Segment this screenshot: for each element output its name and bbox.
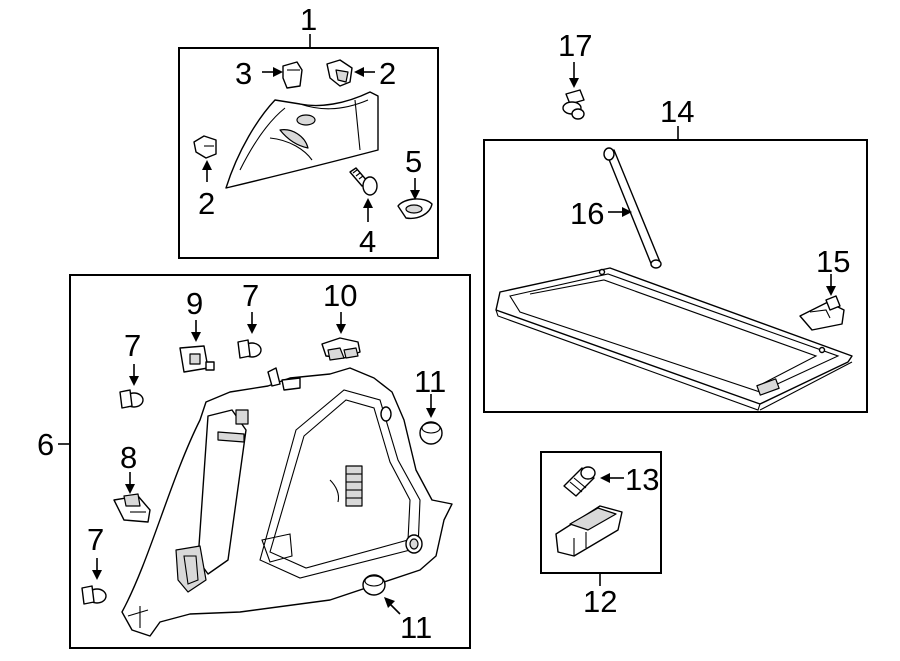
clip-10 [321,337,361,361]
push-pin-7-left [119,389,144,409]
callout-2-upper: 2 [379,56,396,91]
callout-15: 15 [816,244,850,279]
clip-3 [282,61,303,89]
callout-8: 8 [120,440,137,475]
callout-14: 14 [660,94,694,129]
callout-17: 17 [558,28,592,63]
callout-3: 3 [235,56,252,91]
cargo-cover-panel [495,267,853,411]
group-1: 1 3 2 [178,2,439,259]
callout-10: 10 [323,278,357,313]
group-14: 14 16 15 [483,94,868,413]
lamp-housing [555,505,623,557]
callout-13: 13 [625,462,659,497]
clip-2-upper [326,59,353,87]
cap-11-right [419,421,443,445]
callout-11-right: 11 [414,364,446,399]
group-12-box [540,451,662,574]
upper-quarter-trim-panel [225,91,379,189]
push-pin-7-top [237,339,262,359]
callout-1: 1 [300,2,317,37]
callout-7-bottom: 7 [87,522,104,557]
clip-8 [113,493,151,523]
bumper-17 [562,89,585,120]
callout-2-left: 2 [198,186,215,221]
callout-4: 4 [359,224,376,259]
screw-4 [349,167,378,196]
support-rod-16 [603,147,662,269]
callout-5: 5 [405,144,422,179]
callout-7-left: 7 [124,328,141,363]
bracket-15 [799,295,845,331]
part-17: 17 [558,28,592,120]
retainer-9 [179,345,215,373]
bulb-13 [563,466,596,497]
group-12: 12 13 [540,451,662,619]
vent-grille [345,465,363,507]
callout-11-bottom: 11 [400,610,432,645]
clip-2-left [193,135,217,159]
callout-12: 12 [583,584,617,619]
callout-9: 9 [186,286,203,321]
push-pin-7-bottom [81,585,107,605]
callout-7-top: 7 [242,278,259,313]
group-1-box [178,47,439,259]
group-6-box [69,274,471,649]
callout-6: 6 [37,427,54,462]
cap-5 [397,198,433,220]
lower-quarter-trim-panel [121,367,453,637]
cap-11-bottom [362,574,386,596]
group-14-box [483,139,868,413]
group-6: 6 [37,274,471,649]
callout-16: 16 [570,196,604,231]
